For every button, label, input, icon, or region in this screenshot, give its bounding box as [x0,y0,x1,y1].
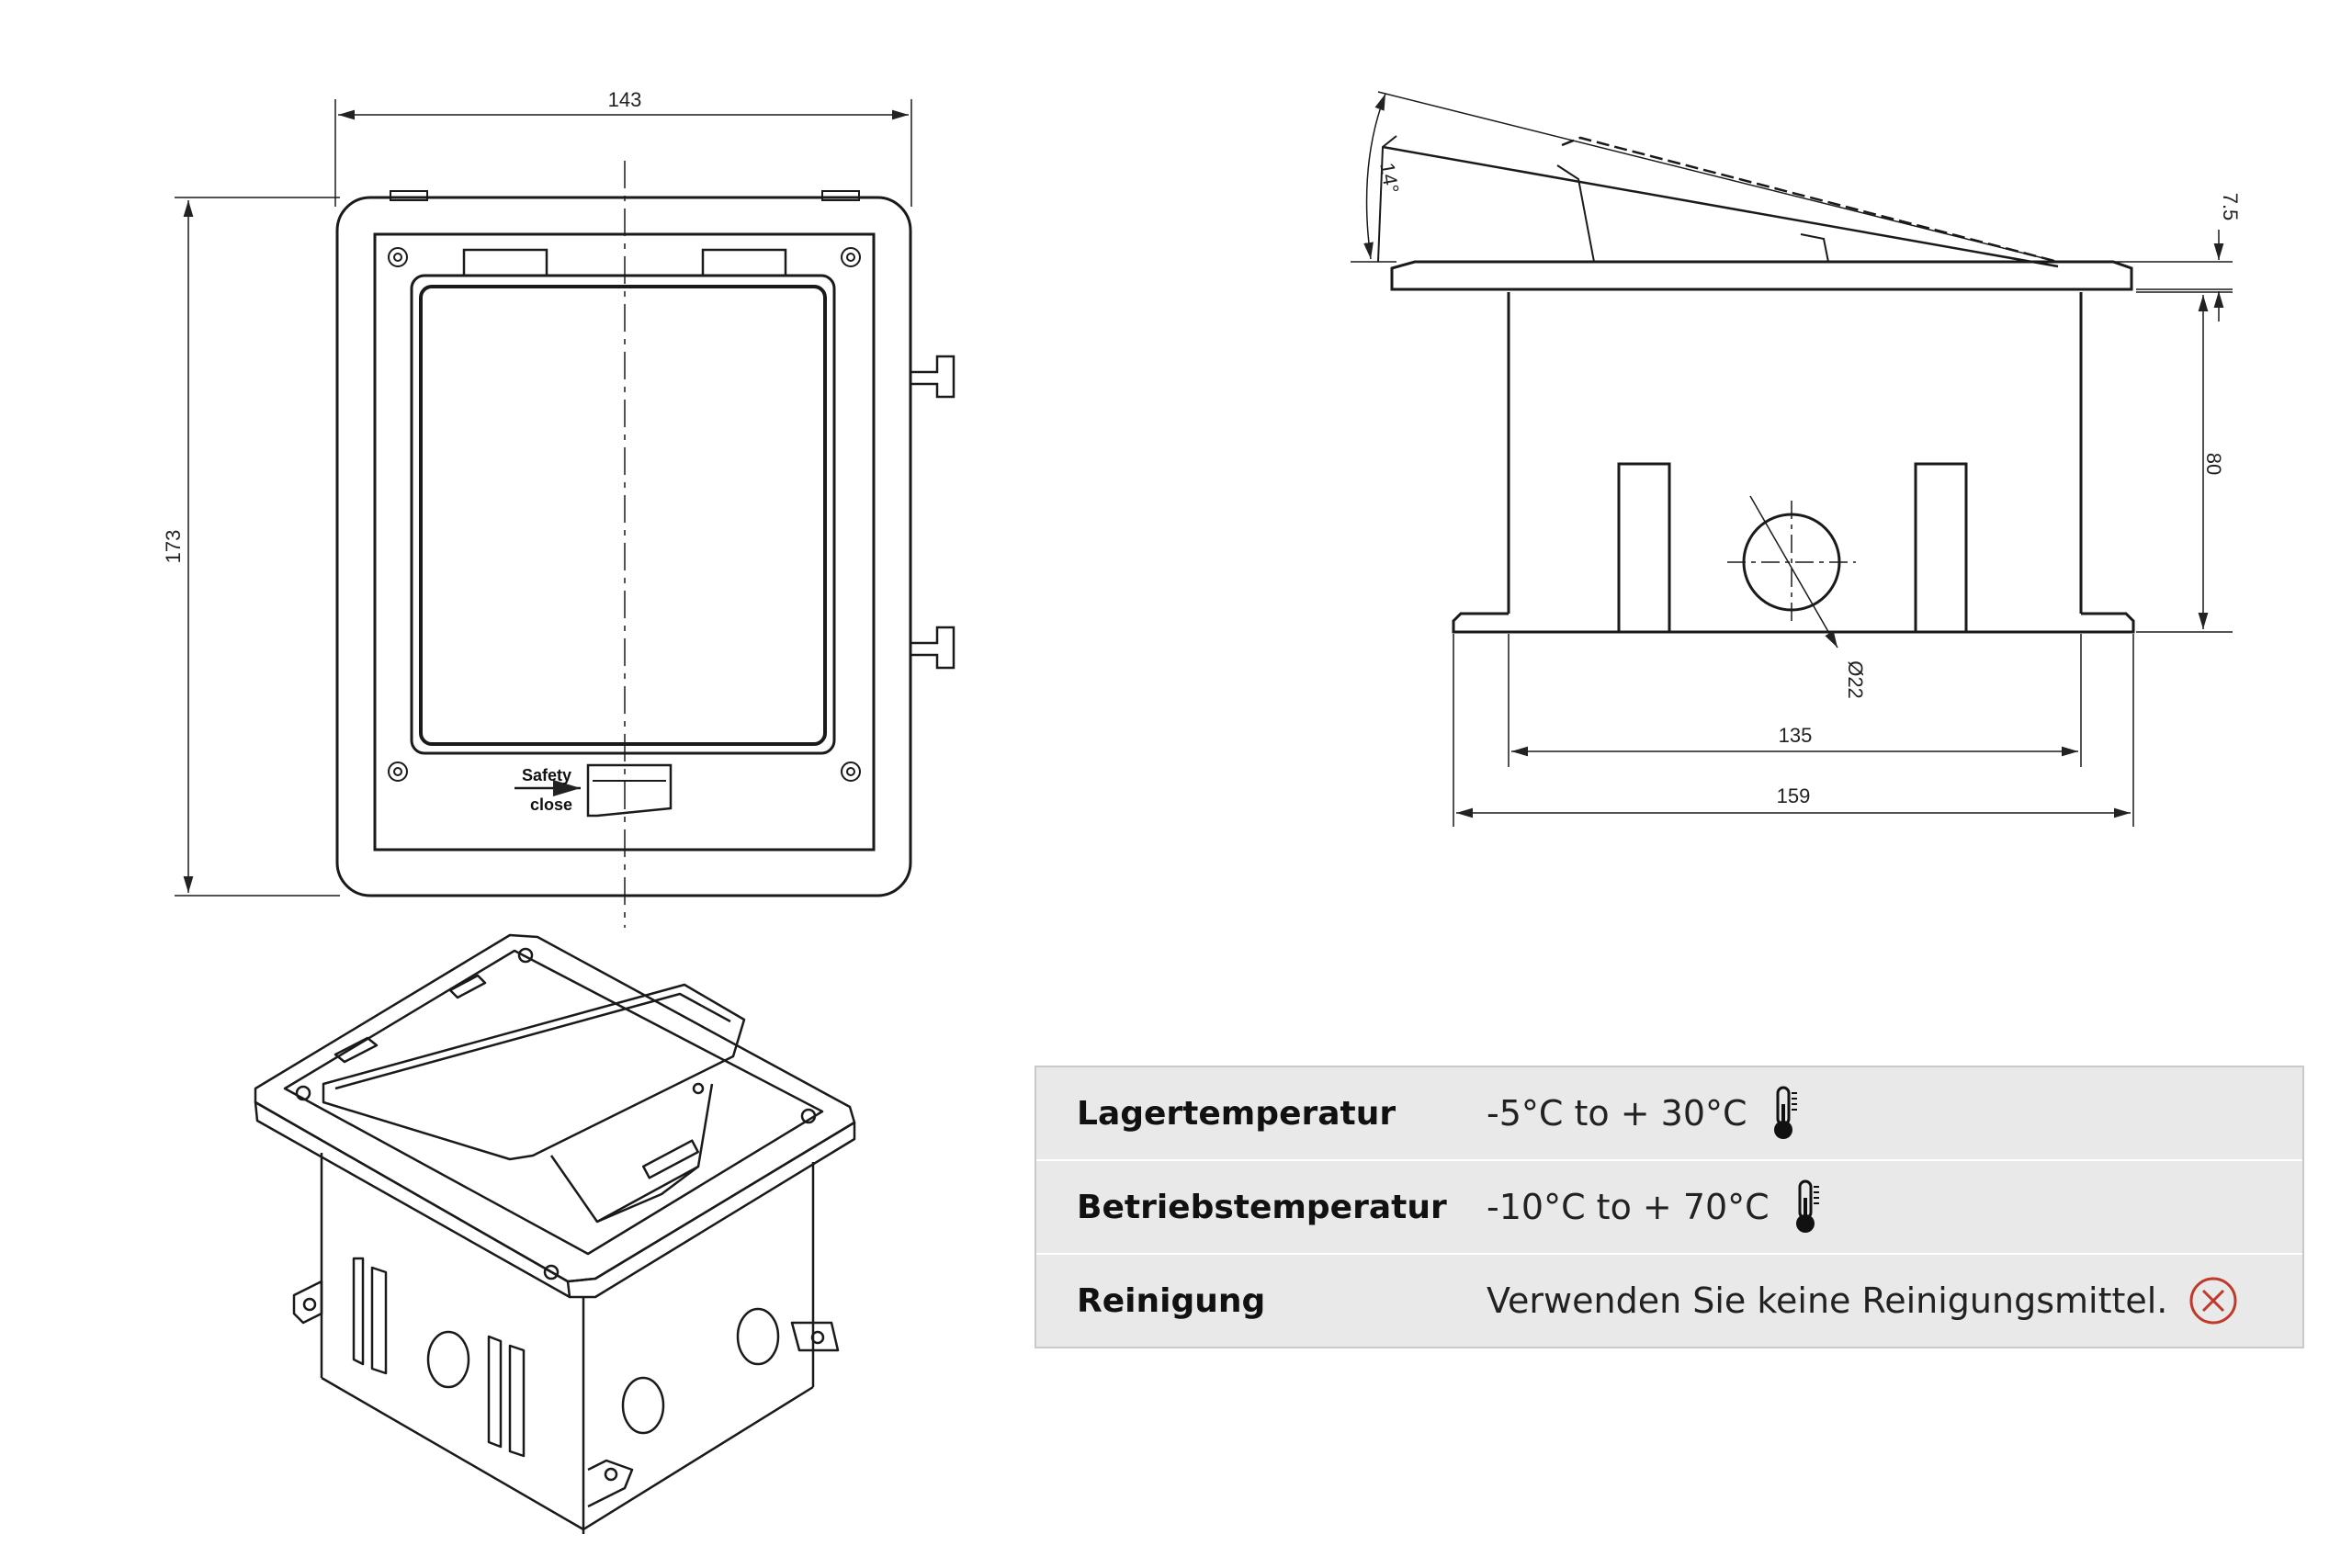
spec-value: Verwenden Sie keine Reinigungsmittel. [1487,1280,2168,1321]
dim-height-left: 173 [162,530,185,564]
close-label: close [530,795,572,814]
dim-angle: 14° [1375,161,1403,195]
spec-table: Lagertemperatur -5°C to + 30°C Betriebst… [1035,1066,2304,1348]
spec-label: Reinigung [1077,1281,1266,1320]
thermometer-icon [1768,1084,1801,1143]
spec-row-operating-temperature: Betriebstemperatur -10°C to + 70°C [1036,1161,2302,1255]
spec-label: Betriebstemperatur [1077,1188,1447,1226]
safety-label: Safety [522,766,571,784]
spec-row-cleaning: Reinigung Verwenden Sie keine Reinigungs… [1036,1255,2302,1347]
spec-value: -10°C to + 70°C [1487,1187,1770,1227]
dim-hole-diameter: Ø22 [1844,660,1867,699]
thermometer-icon [1790,1178,1823,1236]
dim-inner-width: 135 [1779,724,1813,747]
spec-row-storage-temperature: Lagertemperatur -5°C to + 30°C [1036,1067,2302,1161]
dim-width-top: 143 [608,88,642,111]
front-view [175,99,956,928]
dim-outer-width: 159 [1777,784,1811,807]
dim-lid-thickness: 7.5 [2219,193,2242,221]
spec-value: -5°C to + 30°C [1487,1093,1747,1134]
no-cleaning-agent-icon [2188,1275,2239,1326]
isometric-view [254,933,856,1534]
dim-depth: 80 [2202,453,2225,475]
spec-label: Lagertemperatur [1077,1094,1396,1133]
side-view [1351,91,2233,827]
